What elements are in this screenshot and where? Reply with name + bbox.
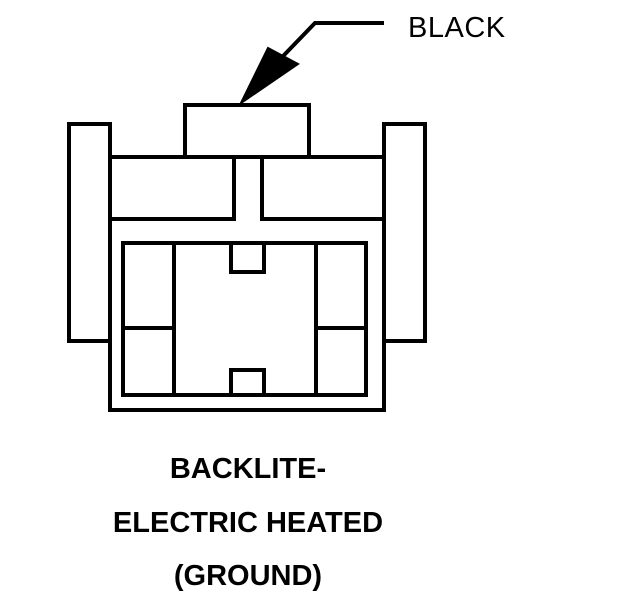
caption-line-1: BACKLITE- <box>169 453 327 485</box>
connector-upper-shelf <box>110 157 236 221</box>
connector-latch <box>183 103 311 159</box>
connector-right-tab <box>382 122 427 343</box>
connector-housing <box>108 155 386 412</box>
caption-line-2: ELECTRIC HEATED <box>112 507 384 539</box>
callout-arrowhead <box>238 46 300 106</box>
connector-upper-shelf-right <box>260 157 384 221</box>
terminal-cavity-frame <box>121 241 368 397</box>
wire-color-label: BLACK <box>408 12 506 44</box>
caption-line-3: (GROUND) <box>173 560 323 592</box>
keying-notch-bottom <box>229 368 266 395</box>
connector-left-tab <box>67 122 112 343</box>
keying-notch-top <box>229 243 266 274</box>
